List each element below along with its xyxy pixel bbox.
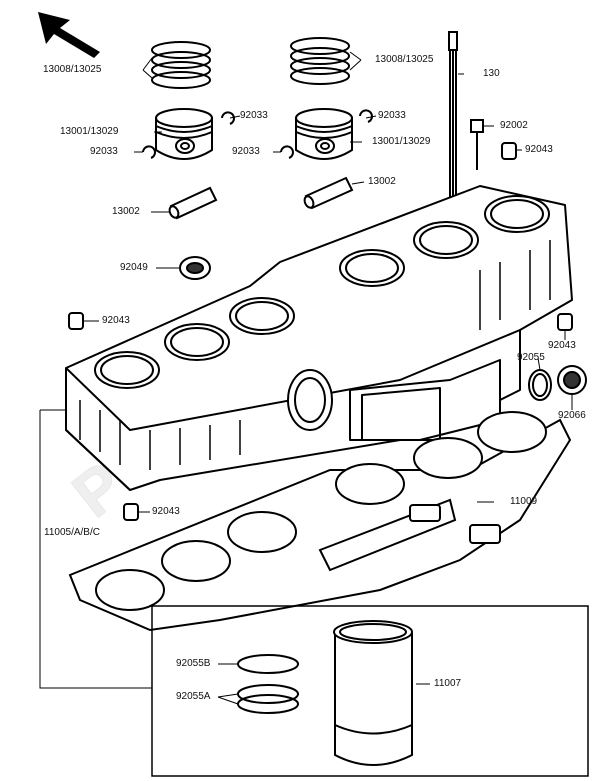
label-oil-seal: 92049 <box>120 262 148 273</box>
label-oring-a: 92055A <box>176 691 211 702</box>
label-oring-b: 92055B <box>176 658 211 669</box>
cylinder-block <box>65 185 573 491</box>
oil-seal <box>179 256 211 280</box>
oring-b <box>237 654 299 674</box>
leader-lines <box>39 51 573 705</box>
label-pin-left: 13002 <box>112 206 140 217</box>
piston-pin-left <box>168 186 218 220</box>
label-oring-right: 92055 <box>517 352 545 363</box>
label-piston-right: 13001/13029 <box>372 136 431 147</box>
label-gasket: 11009 <box>510 496 538 507</box>
label-stud: 130 <box>483 68 500 79</box>
cylinder-gasket <box>68 411 572 632</box>
label-clip-right-lower: 92033 <box>232 146 260 157</box>
circlips <box>142 109 373 159</box>
label-dowel-left: 92043 <box>102 315 130 326</box>
label-liner: 11007 <box>434 678 462 689</box>
label-clip-right-upper: 92033 <box>378 110 406 121</box>
label-pin-right: 13002 <box>368 176 396 187</box>
piston-pin-right <box>303 176 354 210</box>
label-cylinder-block: 11005/A/B/C <box>44 527 100 539</box>
label-ring-set-left: 13008/13025 <box>43 64 102 75</box>
label-piston-left: 13001/13029 <box>60 126 119 137</box>
right-seals <box>528 365 587 401</box>
oring-a <box>237 684 299 714</box>
piston-right <box>295 108 353 160</box>
dowels <box>68 142 573 521</box>
piston-left <box>155 108 213 160</box>
label-ring-set-right: 13008/13025 <box>375 54 434 65</box>
ring-set-left <box>151 41 211 89</box>
ring-set-right <box>290 37 350 85</box>
liner-box <box>151 605 589 777</box>
arrow-up-left-icon <box>38 12 100 58</box>
label-seal-right: 92066 <box>558 410 586 421</box>
label-dowel-bottom: 92043 <box>152 506 180 517</box>
cylinder-liner <box>333 620 413 766</box>
label-clip-left-upper: 92033 <box>240 110 268 121</box>
cylinder-fins <box>79 240 551 470</box>
label-dowel-right: 92043 <box>548 340 576 351</box>
bolt <box>470 119 484 170</box>
label-dowel-top-right: 92043 <box>525 144 553 155</box>
label-bolt: 92002 <box>500 120 528 131</box>
label-clip-left-lower: 92033 <box>90 146 118 157</box>
